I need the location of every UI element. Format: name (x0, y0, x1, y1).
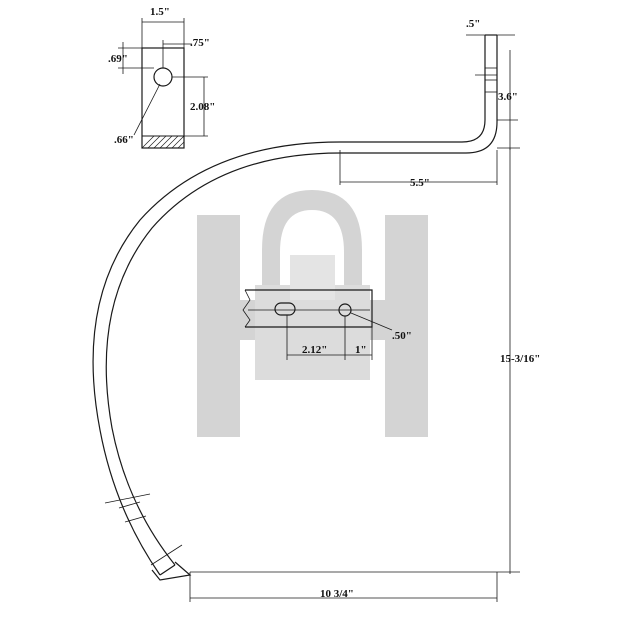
tine-outline (92, 34, 498, 581)
dim-height: 15-3/16" (500, 353, 540, 365)
width-dims (189, 572, 498, 602)
dim-slot-spacing: 2.12" (302, 344, 327, 356)
dim-hole-offset: .75" (190, 37, 210, 49)
dim-width: 10 3/4" (320, 588, 354, 600)
height-dims (190, 147, 520, 574)
dim-slot-end: 1" (355, 344, 367, 356)
plate-detail (118, 18, 208, 149)
arm-dims (339, 150, 498, 185)
dim-hole-dia: .66" (114, 134, 134, 146)
dim-slot-hole: .50" (392, 330, 412, 342)
dim-hole-to-base: 2.08" (190, 101, 215, 113)
dim-hole-top: .69" (108, 53, 128, 65)
dim-tip-width: .5" (466, 18, 480, 30)
slot-detail (242, 289, 393, 360)
dim-plate-width: 1.5" (150, 6, 170, 18)
dim-tip-length: 3.6" (498, 91, 518, 103)
dim-arm-length: 5.5" (410, 177, 430, 189)
watermark-logo (197, 190, 428, 437)
tip-dims (466, 34, 518, 150)
